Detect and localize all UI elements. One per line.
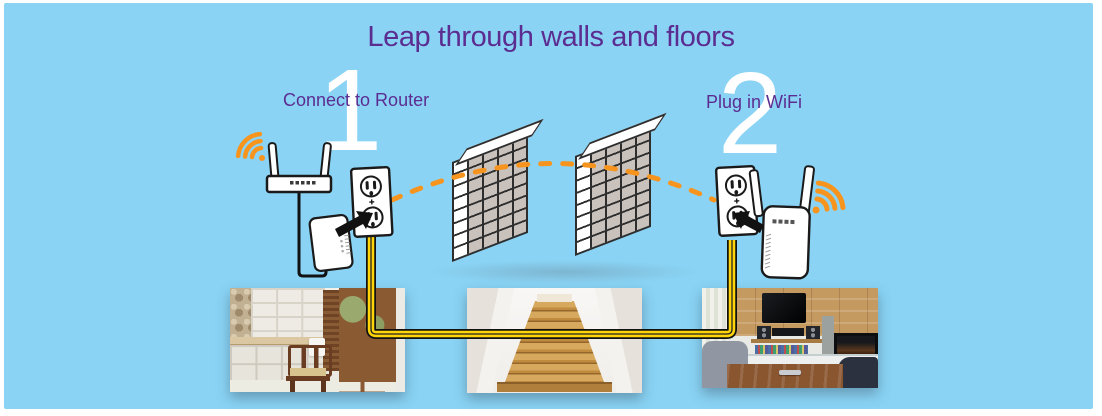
chair-seat (286, 376, 330, 381)
staircase-photo (467, 288, 642, 393)
fireplace (834, 333, 878, 358)
desk-surface (230, 336, 339, 347)
chair-leg (289, 379, 295, 392)
window-frame (338, 288, 397, 392)
page-title: Leap through walls and floors (367, 21, 735, 53)
wall-mounted-tv (761, 293, 806, 323)
media-shelf (751, 339, 826, 343)
home-office-photo (230, 288, 405, 392)
window-curtain (702, 288, 727, 348)
remote-on-table (779, 370, 801, 375)
concrete-pillar (821, 316, 834, 358)
coffee-table (726, 364, 843, 388)
stair-landing (537, 294, 572, 302)
side-wall (396, 288, 405, 392)
living-room-photo (702, 288, 878, 388)
dvd-row (754, 345, 808, 354)
chair-cushion (289, 368, 327, 379)
chair-leg (321, 379, 327, 392)
window-view (338, 288, 385, 360)
white-shelving (251, 288, 325, 340)
step-2-number: 2 (717, 48, 783, 178)
speaker (805, 326, 820, 339)
dark-blanket (837, 357, 878, 388)
step-1-label: Connect to Router (283, 90, 430, 110)
bottom-step (496, 381, 613, 392)
window-mullions (338, 359, 385, 392)
map-wallpaper (230, 288, 251, 353)
soundbar (772, 328, 805, 336)
step-2-label: Plug in WiFi (706, 92, 803, 112)
speaker (756, 326, 771, 339)
wall-ground-shadow (430, 260, 700, 284)
